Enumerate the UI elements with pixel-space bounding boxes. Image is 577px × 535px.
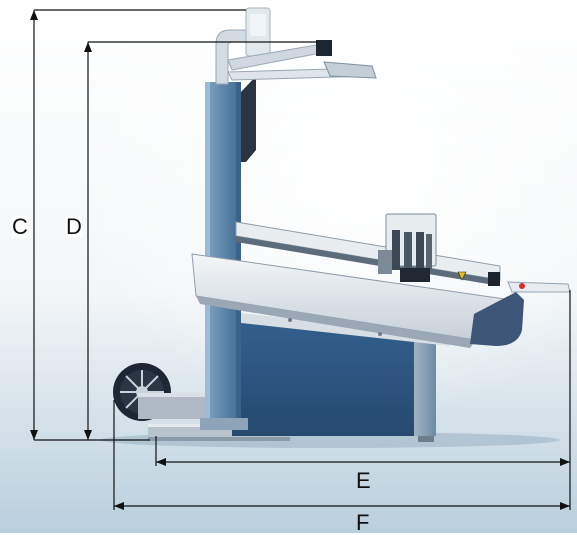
vertical-column [200, 82, 248, 430]
dimension-d [84, 41, 318, 440]
emergency-stop-button [519, 283, 525, 289]
lower-cabinet [232, 318, 418, 436]
cutting-machine [113, 7, 571, 442]
cabinet-top-rail [232, 312, 450, 346]
column-side-panel [241, 76, 256, 162]
dimension-label-d: D [66, 214, 82, 239]
dimension-label-e: E [356, 468, 371, 493]
dimension-f [113, 290, 571, 510]
dimension-e [155, 436, 570, 466]
dimension-label-f: F [356, 510, 370, 535]
dimension-c [30, 9, 246, 441]
material-roll [113, 363, 208, 421]
projector-head [323, 61, 377, 79]
front-support [470, 281, 571, 346]
overhead-boom [215, 7, 377, 85]
dimension-label-c: C [12, 214, 28, 239]
lower-cabinet-frame [414, 336, 436, 436]
control-panel [507, 281, 571, 293]
cutting-tool-head [378, 213, 437, 282]
